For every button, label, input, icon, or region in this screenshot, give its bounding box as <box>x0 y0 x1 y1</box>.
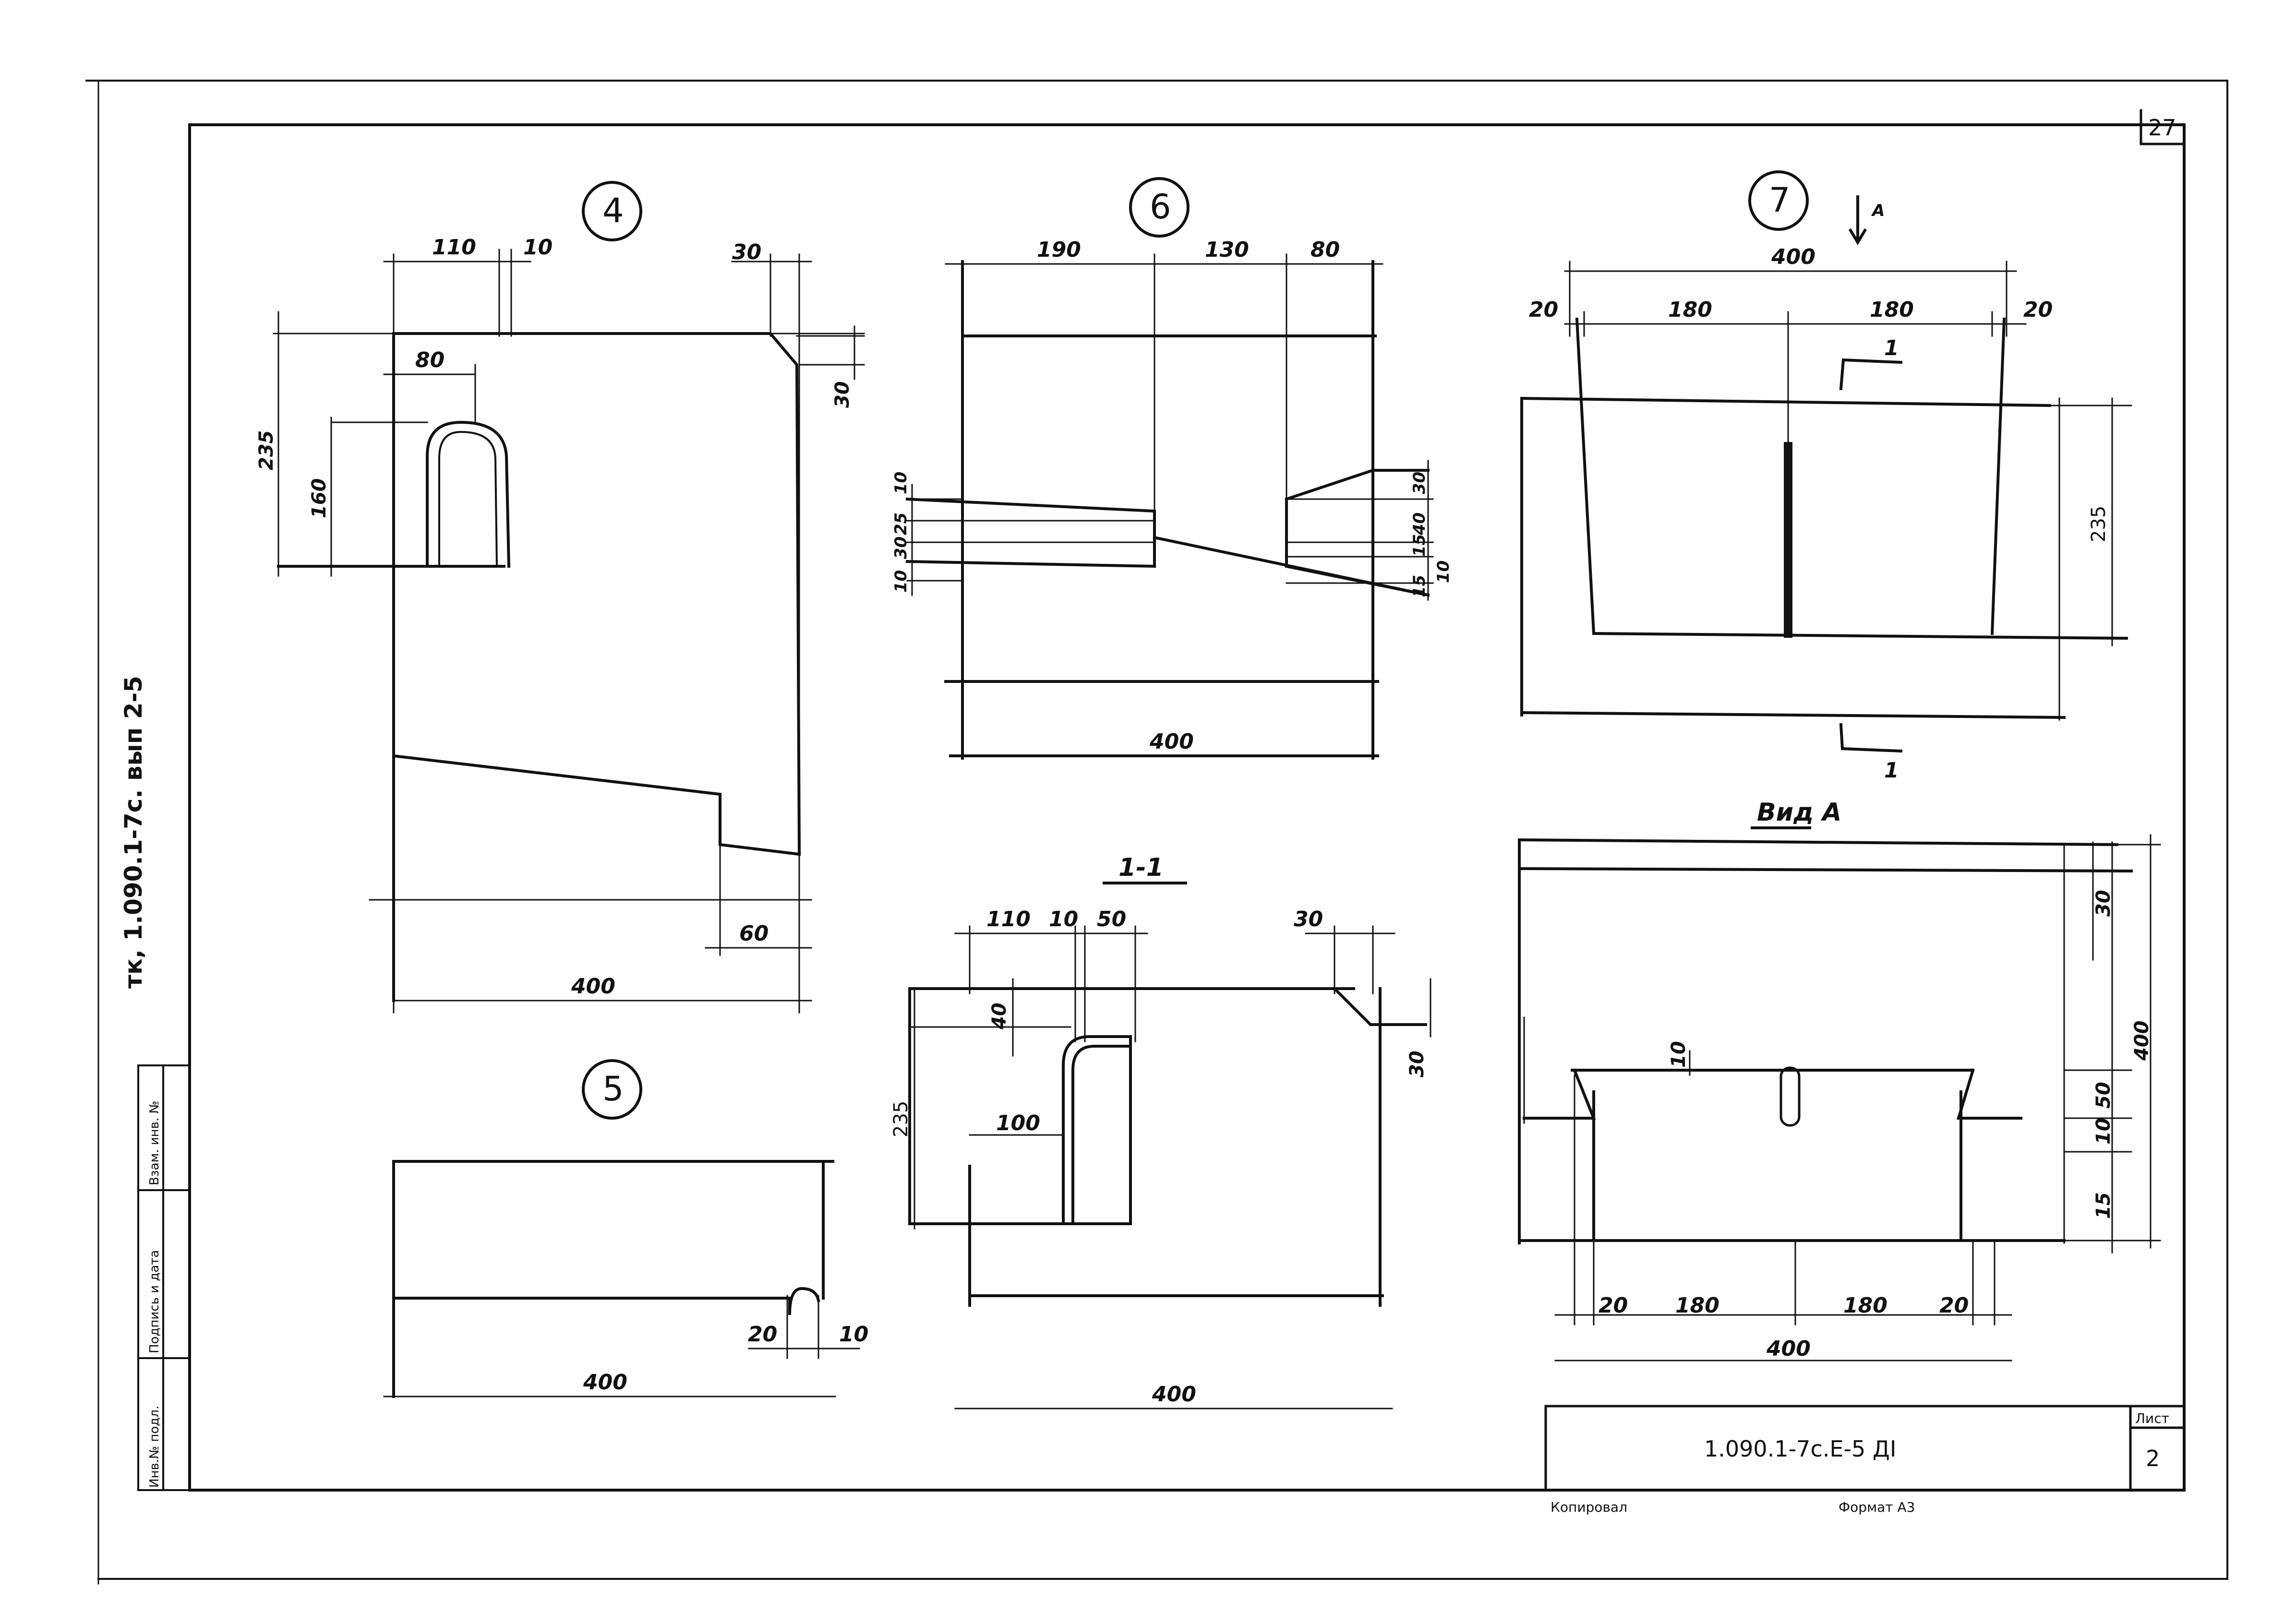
dim-label: 30 <box>732 240 761 264</box>
dim-label: 235 <box>255 430 277 471</box>
dim-label: 20 <box>2023 298 2053 322</box>
dim-label: 235 <box>2088 506 2110 542</box>
dim-label: 50 <box>2092 1082 2115 1109</box>
dim-label: 30 <box>2092 890 2115 917</box>
dim-label: 20 <box>1599 1293 1628 1318</box>
footer-right: Формат А3 <box>1839 1499 1915 1515</box>
dim-label: 30 <box>891 537 911 559</box>
detail-5-mark: 5 <box>602 1069 624 1109</box>
dim-label: 100 <box>996 1111 1040 1135</box>
detail-7-mark: 7 <box>1769 180 1791 220</box>
dim-label: 10 <box>1434 561 1453 583</box>
sheet-border <box>85 80 2228 1585</box>
dim-label: 160 <box>308 478 330 519</box>
dim-label: 10 <box>1668 1041 1690 1068</box>
dim-label: 15 <box>2092 1192 2115 1219</box>
title-code: 1.090.1-7с.Е-5 ДI <box>1704 1436 1896 1462</box>
sheet-texts: 27 тк, 1.090.1-7с. вып 2-5 Инв.№ подл. П… <box>120 115 2176 1515</box>
detail-4-mark: 4 <box>602 191 624 230</box>
dim-label: 30 <box>1294 907 1323 931</box>
dim-label: 20 <box>1939 1293 1969 1318</box>
dim-label: 10 <box>891 570 911 593</box>
dim-label: 80 <box>1310 238 1340 262</box>
section-mark-bottom: 1 <box>1884 758 1899 783</box>
dim-label: 180 <box>1675 1293 1719 1318</box>
dim-label: 400 <box>1149 729 1194 754</box>
dim-label: 190 <box>1037 238 1081 262</box>
dim-label: 180 <box>1668 298 1712 322</box>
dim-label: 30 <box>1406 1051 1428 1077</box>
dim-label: 235 <box>890 1101 912 1137</box>
side-strip <box>137 1064 191 1491</box>
strip-replacement-inv: Взам. инв. № <box>147 1100 162 1185</box>
section-mark-top: 1 <box>1884 336 1899 360</box>
dim-label: 40 <box>988 1003 1010 1030</box>
dim-label: 400 <box>1771 245 1815 269</box>
sheet-label: Лист <box>2135 1410 2169 1426</box>
dim-label: 400 <box>571 974 615 999</box>
footer-left: Копировал <box>1551 1499 1627 1515</box>
section-1-1-drawing <box>908 882 1431 1409</box>
dim-label: 400 <box>583 1370 627 1395</box>
strip-signature-date: Подпись и дата <box>147 1250 162 1353</box>
dim-label: 15 <box>1410 534 1429 557</box>
dim-label: 400 <box>2131 1021 2153 1062</box>
dim-label: 40 <box>1410 513 1429 536</box>
dim-label: 15 <box>1410 575 1429 597</box>
dim-label: 400 <box>1766 1337 1811 1361</box>
section-1-1-title: 1-1 <box>1118 853 1164 882</box>
view-a-drawing <box>1517 826 2161 1361</box>
detail-5-drawing <box>383 1059 860 1398</box>
view-a-title: Вид А <box>1757 798 1841 827</box>
detail-7-drawing <box>1520 170 2132 753</box>
detail-6-mark: 6 <box>1150 187 1171 227</box>
dim-label: 30 <box>831 381 853 408</box>
dim-label: 25 <box>891 513 911 535</box>
dim-label: 20 <box>748 1322 777 1347</box>
dim-label: 130 <box>1205 238 1249 262</box>
side-label: тк, 1.090.1-7с. вып 2-5 <box>120 676 147 989</box>
dim-label: 80 <box>415 348 445 372</box>
dim-label: 180 <box>1870 298 1914 322</box>
dim-label: 110 <box>986 907 1031 931</box>
dim-label: 110 <box>432 235 476 260</box>
dim-label: 50 <box>1097 907 1126 931</box>
strip-inv-no: Инв.№ подл. <box>147 1406 162 1488</box>
sheet-number: 2 <box>2146 1445 2160 1471</box>
detail-4-drawing <box>273 181 865 1014</box>
view-arrow-label: А <box>1871 201 1885 220</box>
dim-label: 20 <box>1529 298 1558 322</box>
dim-label: 10 <box>2092 1118 2115 1145</box>
detail-6-drawing <box>905 177 1434 760</box>
dim-label: 180 <box>1843 1293 1887 1318</box>
dim-label: 10 <box>523 235 553 260</box>
title-block <box>1544 1405 2186 1492</box>
dim-label: 10 <box>891 472 911 494</box>
dim-label: 400 <box>1152 1382 1196 1407</box>
dim-label: 30 <box>1410 472 1429 494</box>
dim-label: 60 <box>739 921 769 946</box>
dim-label: 10 <box>839 1322 868 1347</box>
page-number: 27 <box>2148 115 2176 141</box>
dim-label: 10 <box>1049 907 1078 931</box>
